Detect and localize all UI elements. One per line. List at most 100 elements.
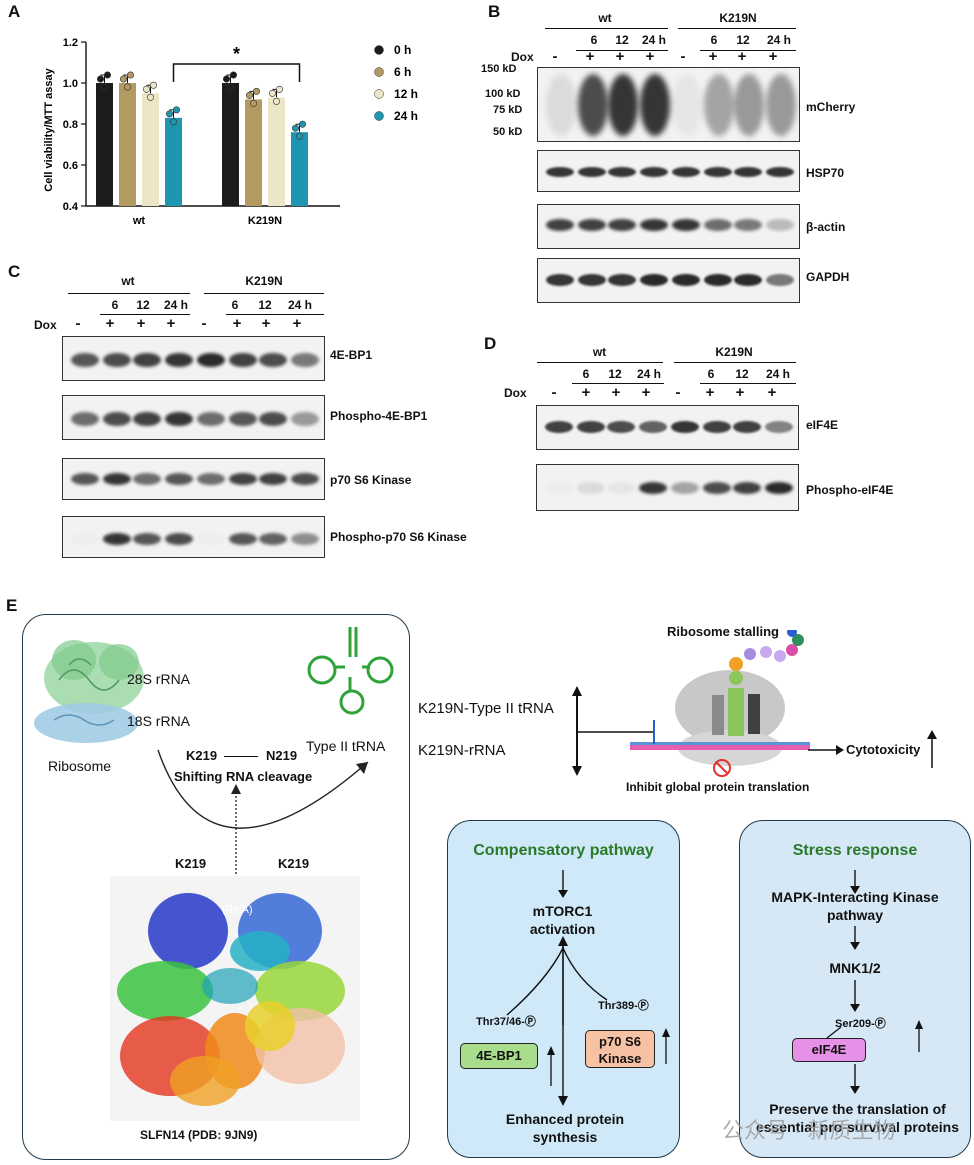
label-28s: 28S rRNA — [127, 671, 191, 687]
data-point — [246, 91, 254, 99]
blot-band — [765, 421, 793, 433]
panel-label-b: B — [488, 2, 501, 21]
bar — [222, 83, 239, 206]
c-time-line-k219n — [226, 314, 324, 315]
bar-chart: Cell viability/MTT assay 0.40.60.81.01.2… — [43, 37, 418, 227]
data-point — [97, 75, 105, 83]
blot-band — [197, 412, 225, 426]
label-k219-left: K219 — [175, 856, 207, 871]
data-point — [127, 71, 135, 79]
blot-band — [578, 167, 606, 177]
trna-illustration — [307, 627, 394, 715]
blot-band — [103, 353, 131, 367]
blot-band — [734, 274, 762, 286]
blot-label-4ebp1: 4E-BP1 — [330, 348, 373, 362]
blot-band — [766, 219, 794, 231]
panel-label-d: D — [484, 334, 497, 353]
stress-arrows — [826, 870, 923, 1094]
blot-band — [733, 421, 761, 433]
blot-band — [165, 473, 193, 485]
blot-band — [608, 274, 636, 286]
blot-band — [197, 353, 225, 367]
blot-label-hsp70: HSP70 — [806, 166, 845, 180]
blot-band — [133, 473, 161, 485]
blot-band — [229, 412, 257, 426]
blot-band — [704, 274, 732, 286]
blot-band — [545, 482, 573, 494]
blot-band — [704, 219, 732, 231]
blot-band — [229, 533, 257, 545]
blot-band — [546, 274, 574, 286]
label-k219-right: K219 — [278, 856, 310, 871]
legend-label: 12 h — [394, 87, 418, 101]
data-point — [173, 106, 181, 114]
b-group-wt-line — [545, 28, 668, 29]
blot-band — [639, 421, 667, 433]
blot-band — [640, 74, 670, 136]
blot-band — [671, 482, 699, 494]
y-tick-label: 0.6 — [63, 160, 78, 172]
label-cytotoxicity: Cytotoxicity — [846, 742, 921, 757]
blot-hsp70 — [537, 150, 800, 192]
blot-band — [133, 353, 161, 367]
d-dox-label: Dox — [504, 386, 527, 400]
b-time-6-wt: 6 — [590, 33, 598, 47]
c-time-12-wt: 12 — [136, 298, 150, 312]
data-point — [230, 71, 238, 79]
label-n219: N219 — [266, 748, 298, 763]
dox-sign: - — [75, 315, 81, 332]
data-point — [147, 93, 155, 101]
watermark: 公众号 · 新质生物 — [722, 1118, 896, 1143]
bar — [96, 83, 113, 206]
blot-band — [672, 219, 700, 231]
d-time-line-k219n — [700, 383, 796, 384]
blot-label-eif4e: eIF4E — [806, 418, 839, 432]
legend-swatch — [374, 111, 384, 121]
y-tick-label: 1.0 — [63, 78, 78, 90]
blot-band — [291, 533, 319, 545]
mechanism-box — [22, 614, 410, 1160]
blot-band — [71, 533, 99, 545]
dox-sign: + — [585, 48, 595, 65]
d-time-24-k219n: 24 h — [765, 367, 790, 381]
bar — [291, 132, 308, 206]
dox-sign: + — [767, 384, 777, 401]
label-slfn14: SLFN14 (PDB: 9JN9) — [140, 1128, 258, 1142]
dox-sign: + — [232, 315, 242, 332]
legend-swatch — [374, 45, 384, 55]
c-time-24-k219n: 24 h — [287, 298, 312, 312]
blot-band — [546, 219, 574, 231]
blot-band — [165, 353, 193, 367]
blot-band — [765, 482, 793, 494]
blot-band — [672, 167, 700, 177]
legend-swatch — [374, 89, 384, 99]
dox-sign: + — [105, 315, 115, 332]
y-tick-label: 0.8 — [63, 119, 78, 131]
label-k219-top: K219 — [186, 748, 218, 763]
dox-sign: + — [705, 384, 715, 401]
blot-band — [229, 473, 257, 485]
blot-band — [577, 482, 605, 494]
blot-actin — [537, 204, 800, 249]
comp-arrows — [506, 870, 670, 1106]
blot-band — [545, 421, 573, 433]
blot-band — [103, 533, 131, 545]
ribosome-illustration — [34, 640, 144, 743]
blot-band — [640, 219, 668, 231]
legend-label: 0 h — [394, 43, 411, 57]
dox-sign: + — [136, 315, 146, 332]
comp-thr37: Thr37/46-Ⓟ — [476, 1016, 536, 1028]
significance-star: * — [233, 44, 240, 64]
data-point — [143, 85, 151, 93]
marker-150: 150 kD — [481, 63, 517, 75]
blot-band — [734, 219, 762, 231]
comp-p70s6k: p70 S6 Kinase — [585, 1030, 655, 1068]
blot-label-peif4e: Phospho-eIF4E — [806, 483, 894, 497]
d-time-line-wt — [572, 383, 664, 384]
blot-band — [103, 473, 131, 485]
label-type2-trna: Type II tRNA — [306, 738, 386, 754]
label-shifting: Shifting RNA cleavage — [174, 769, 313, 784]
arrow-k-to-n — [224, 756, 258, 757]
y-axis-label: Cell viability/MTT assay — [43, 67, 55, 191]
blot-band — [259, 412, 287, 426]
